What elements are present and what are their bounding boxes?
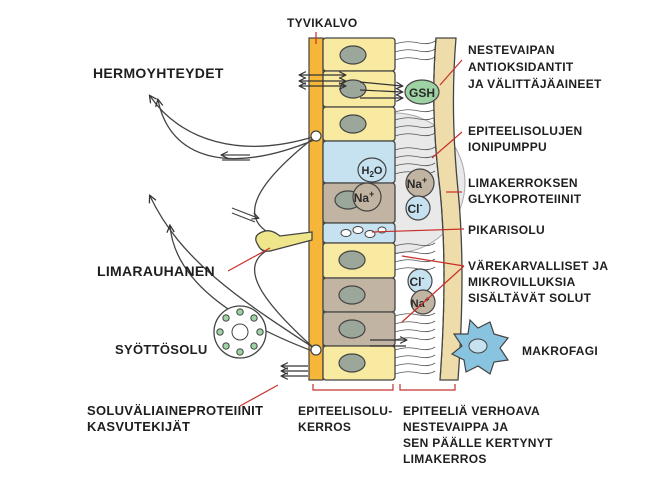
na-ion-outer: Na+ [405, 168, 435, 198]
label-nestevaippa-line-2: ANTIOKSIDANTIT [468, 60, 574, 74]
label-tyvikalvo: TYVIKALVO [287, 16, 357, 30]
label-ionipumppu-line-1: EPITEELISOLUJEN [468, 124, 583, 138]
label-verhoava-line-2: NESTEVAIPPA JA [403, 420, 508, 434]
basement-membrane [308, 37, 324, 381]
label-syottosolu: SYÖTTÖSOLU [115, 342, 208, 357]
cl-charge: - [420, 200, 423, 210]
na-label: Na [354, 191, 370, 205]
cl-label: Cl [408, 202, 420, 216]
label-varekarvalliset-line-3: SISÄLTÄVÄT SOLUT [468, 290, 592, 305]
nucleus [338, 250, 366, 270]
granule [340, 229, 352, 237]
label-verhoava-line-4: LIMAKERROS [403, 452, 487, 466]
svg-text:H2O: H2O [362, 165, 383, 179]
label-epiteelisolukerros: EPITEELISOLU- KERROS [298, 404, 396, 434]
nucleus [339, 114, 367, 134]
label-varekarvalliset-line-2: MIKROVILLUKSIA [468, 275, 576, 289]
label-soluvaliaine: SOLUVÄLIAINEPROTEIINIT KASVUTEKIJÄT [87, 403, 267, 434]
granule [352, 226, 364, 234]
na-label: Na [411, 298, 426, 310]
nucleus [338, 353, 366, 373]
mast-cell [213, 305, 267, 359]
svg-text:Cl-: Cl- [408, 200, 423, 216]
macrophage [450, 318, 510, 375]
na-ion-inner: Na+ [352, 182, 382, 212]
nucleus [339, 45, 367, 65]
label-nestevaippa-line-3: JA VÄLITTÄJÄAINEET [468, 76, 602, 91]
svg-text:Cl-: Cl- [410, 273, 425, 289]
label-ionipumppu-line-2: IONIPUMPPU [468, 140, 547, 154]
h2o-h: H [362, 165, 370, 177]
na-charge: + [422, 175, 427, 185]
label-epiteelisolukerros-line-1: EPITEELISOLU- [298, 404, 393, 418]
cl-label: Cl [410, 275, 422, 289]
label-glykoproteiinit-line-2: GLYKOPROTEIINIT [468, 192, 582, 206]
gsh-molecule: GSH [404, 79, 440, 105]
cl-ion-upper: Cl- [405, 195, 431, 221]
label-varekarvalliset: VÄREKARVALLISET JA MIKROVILLUKSIA SISÄLT… [468, 258, 612, 305]
nucleus [338, 285, 366, 305]
label-verhoava: EPITEELIÄ VERHOAVA NESTEVAIPPA JA SEN PÄ… [403, 403, 556, 466]
label-ionipumppu: EPITEELISOLUJEN IONIPUMPPU [468, 124, 586, 154]
label-hermoyhteydet: HERMOYHTEYDET [93, 65, 224, 81]
label-makrofagi: MAKROFAGI [522, 344, 598, 358]
svg-text:Na+: Na+ [354, 189, 375, 205]
label-verhoava-line-1: EPITEELIÄ VERHOAVA [403, 403, 540, 418]
label-epiteelisolukerros-line-2: KERROS [298, 420, 351, 434]
leader-lines [227, 32, 465, 407]
nerve-ending [310, 344, 322, 356]
submucosal-gland [255, 230, 313, 252]
label-glykoproteiinit-line-1: LIMAKERROKSEN [468, 176, 578, 190]
label-nestevaippa: NESTEVAIPAN ANTIOKSIDANTIT JA VÄLITTÄJÄA… [468, 43, 602, 91]
label-soluvaliaine-line-1: SOLUVÄLIAINEPROTEIINIT [87, 403, 263, 418]
signal-arrows [222, 155, 258, 223]
label-soluvaliaine-line-2: KASVUTEKIJÄT [87, 419, 190, 434]
nucleus [338, 319, 366, 339]
h2o-molecule: H2O [357, 157, 387, 183]
label-limarauhanen: LIMARAUHANEN [97, 263, 215, 279]
label-verhoava-line-3: SEN PÄÄLLE KERTYNYT [403, 435, 553, 450]
bottom-brackets [312, 384, 456, 391]
cl-ion-lower: Cl- [407, 268, 433, 294]
na-charge: + [369, 189, 374, 199]
gsh-label: GSH [409, 86, 435, 100]
label-nestevaippa-line-1: NESTEVAIPAN [468, 43, 555, 57]
h2o-o: O [374, 165, 383, 177]
svg-text:Na+: Na+ [407, 175, 428, 191]
na-label: Na [407, 177, 423, 191]
cl-charge: - [422, 273, 425, 283]
label-varekarvalliset-line-1: VÄREKARVALLISET JA [468, 258, 608, 273]
nerve-ending [310, 130, 322, 142]
exchange-arrows [282, 75, 406, 376]
h2o-sub: 2 [369, 170, 374, 179]
label-pikarisolu: PIKARISOLU [468, 223, 545, 237]
label-glykoproteiinit: LIMAKERROKSEN GLYKOPROTEIINIT [468, 176, 582, 206]
